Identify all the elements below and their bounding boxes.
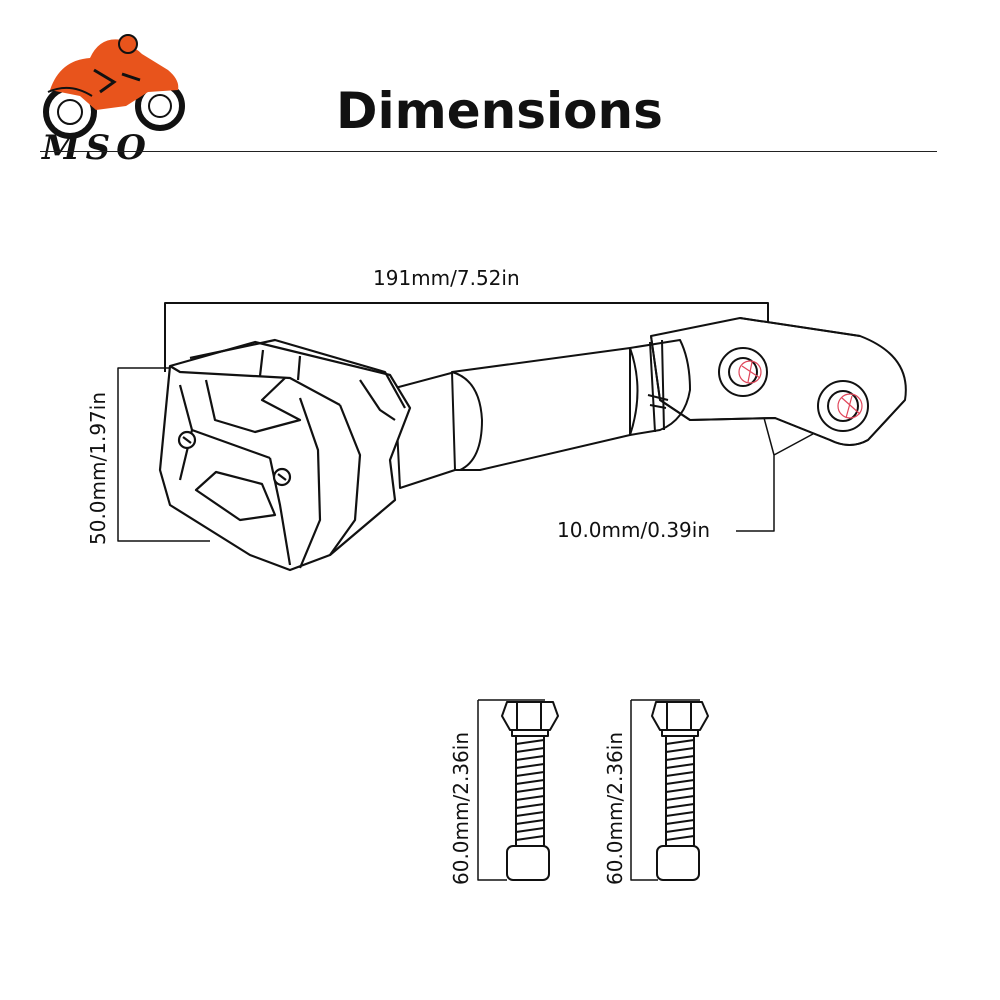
bolt-left	[477, 699, 559, 881]
length-dimension-line	[164, 302, 769, 372]
mounting-plate	[650, 317, 907, 446]
page-title: Dimensions	[336, 82, 663, 140]
height-dimension-line	[117, 367, 218, 542]
bolt-right	[630, 699, 709, 881]
height-label: 50.0mm/1.97in	[86, 392, 110, 545]
length-label: 191mm/7.52in	[373, 266, 520, 290]
hole-markers	[738, 360, 863, 419]
logo-text: MSO	[42, 128, 152, 168]
mso-logo	[43, 34, 185, 139]
bolt-left-length-label: 60.0mm/2.36in	[449, 732, 473, 885]
slider-head	[158, 338, 412, 572]
bolt-right-length-label: 60.0mm/2.36in	[603, 732, 627, 885]
slider-shaft	[394, 339, 691, 489]
header-divider	[40, 151, 937, 152]
hole-diameter-label: 10.0mm/0.39in	[557, 518, 710, 542]
